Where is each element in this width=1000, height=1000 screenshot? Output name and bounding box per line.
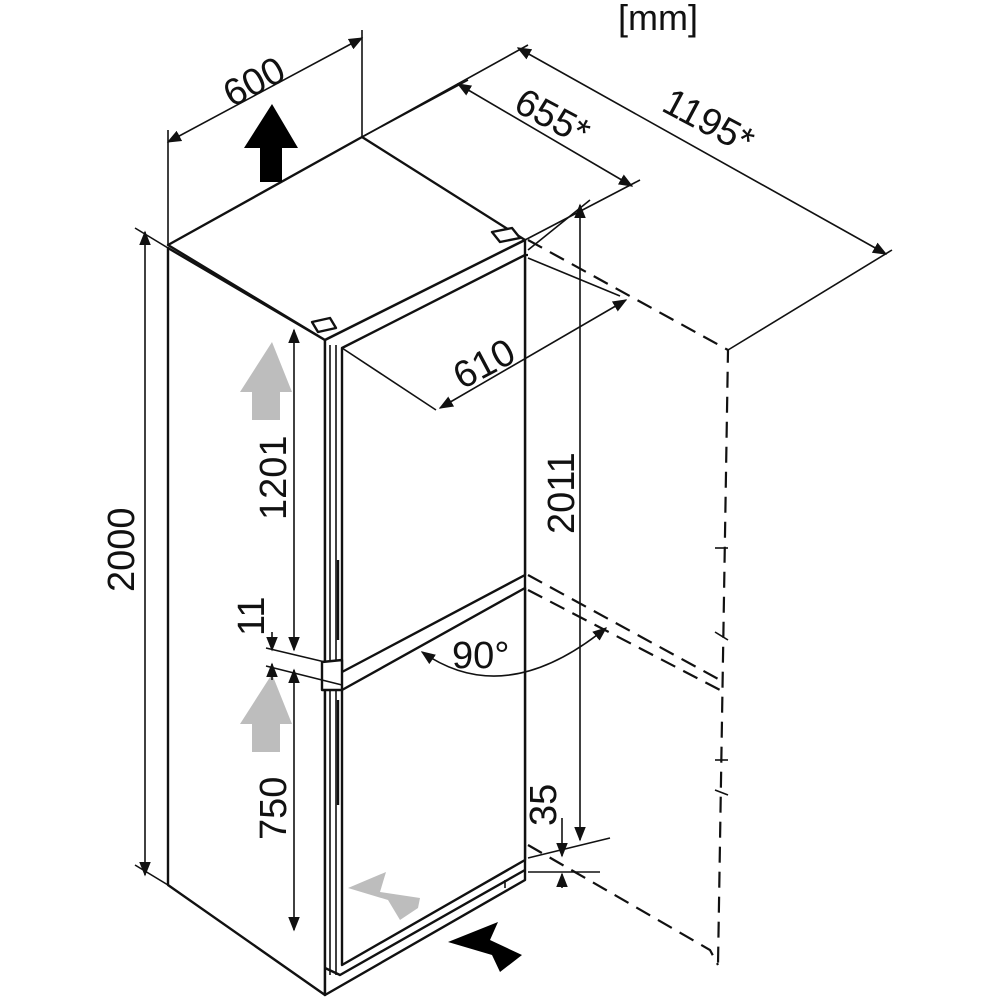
plinth [324,868,526,977]
air-in-arrow [448,922,522,972]
plinth-label: 35 [523,784,565,826]
airflow-up-arrow-lower [240,674,292,752]
fridge-body [166,135,527,997]
dimension-lines [134,30,893,932]
airflow-in-arrow [348,872,420,920]
height-upper-label: 1201 [253,435,295,520]
main-arrows [244,104,522,972]
niche-outline [520,239,730,966]
airflow-arrows [240,342,420,920]
middle-hinge [320,658,344,692]
air-out-arrow [244,104,298,182]
door-angle-label: 90° [452,635,509,677]
airflow-up-arrow-upper [240,342,292,420]
unit-label: [mm] [618,0,698,38]
height-lower-label: 750 [253,777,295,840]
gap-label: 11 [231,597,273,636]
height-total-label: 2000 [101,507,143,592]
width-label: 600 [217,49,293,116]
top-hinge [310,316,338,334]
lower-door [340,586,527,967]
depth-label: 655* [508,81,597,155]
depth-open-label: 1195* [656,81,761,163]
niche-height-label: 2011 [541,452,583,534]
